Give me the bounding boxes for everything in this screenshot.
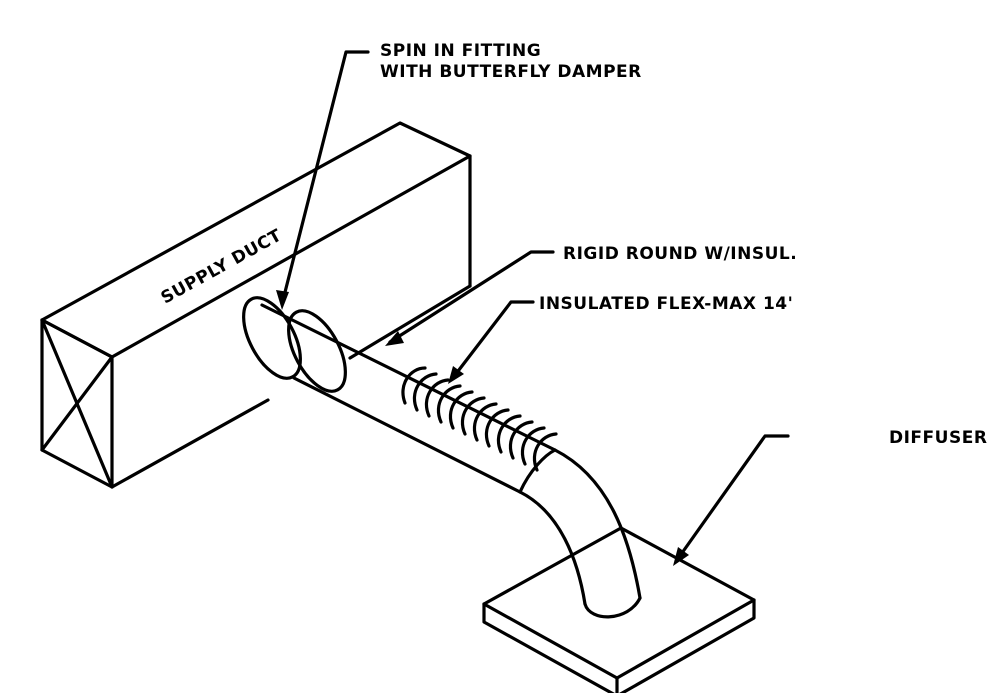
pipe-upper-edge [260, 303, 642, 600]
pipe-curve-seam [518, 448, 557, 494]
spin-in-label-line1: SPIN IN FITTING [380, 41, 541, 61]
flex-ring [424, 378, 450, 418]
duct-bottom-edge-back [348, 284, 472, 360]
rigid-round-label: RIGID ROUND W/INSUL. [563, 244, 797, 264]
duct-bottom-edge-front [110, 398, 270, 489]
rigid-round-leader [388, 250, 555, 344]
diffuser-label: DIFFUSER [889, 428, 987, 448]
flex-ring [520, 426, 546, 466]
pipe-bottom-opening [583, 596, 642, 619]
flex-ring [532, 432, 558, 472]
diffuser-arrowhead [673, 547, 689, 566]
diffuser [482, 526, 756, 693]
flex-label: INSULATED FLEX-MAX 14' [539, 294, 793, 314]
spin-in-label-line2: WITH BUTTERFLY DAMPER [380, 62, 642, 82]
diffuser-left-side [482, 602, 615, 693]
pipe-body [260, 303, 642, 619]
spin-in-collar [242, 296, 302, 380]
spin-in-arrowhead [276, 290, 289, 310]
flex-ring [436, 384, 462, 424]
leaders [276, 50, 790, 566]
diffuser-top-face [482, 526, 756, 680]
flex-ring [472, 402, 498, 442]
supply-duct: SUPPLY DUCT [40, 121, 472, 489]
flex-leader [450, 300, 535, 381]
duct-end-cross-b [40, 355, 114, 452]
spin-in-leader [280, 50, 370, 306]
pipe-lower-edge [292, 376, 587, 606]
flex-ring [508, 420, 534, 460]
flex-corrugations [401, 366, 558, 472]
rigid-round-arrowhead [385, 331, 404, 346]
flex-ring [412, 372, 438, 412]
flex-ring [484, 408, 510, 448]
callouts: SPIN IN FITTING WITH BUTTERFLY DAMPER RI… [380, 41, 987, 448]
diffuser-right-side [619, 598, 756, 693]
flex-ring [448, 390, 474, 430]
flex-ring [401, 366, 427, 405]
flex-arrowhead [448, 366, 464, 384]
diffuser-leader [675, 434, 790, 562]
flex-ring [460, 396, 486, 436]
flex-ring [496, 414, 522, 454]
